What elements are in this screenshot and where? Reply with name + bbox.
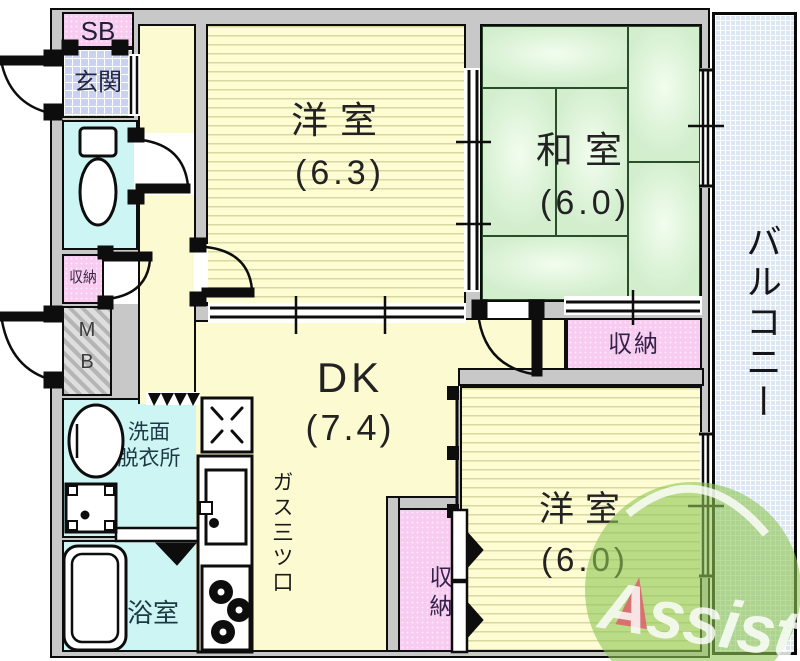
closet-bottom-label: 収納 bbox=[426, 565, 452, 623]
western-room-2-label: 洋室 (6.0) bbox=[538, 490, 631, 578]
wall-under-closet bbox=[458, 368, 704, 386]
western1-door-gap bbox=[194, 244, 208, 302]
western-room-1-label: 洋室 (6.3) bbox=[291, 100, 389, 193]
closet-small-door-area bbox=[104, 251, 138, 304]
accordion-door-gap bbox=[146, 392, 200, 405]
oshiire-slider-gap bbox=[564, 296, 702, 315]
shoe-box-label: SB bbox=[80, 16, 116, 46]
tatami-mat bbox=[482, 26, 628, 88]
genkan-label: 玄関 bbox=[74, 69, 122, 96]
window1-gap bbox=[700, 68, 711, 188]
washroom-label: 洗面 脱衣所 bbox=[117, 421, 181, 471]
japanese-room bbox=[480, 24, 702, 302]
dk-label: DK (7.4) bbox=[305, 354, 395, 448]
window2-gap bbox=[700, 432, 711, 578]
entrance-door-gap bbox=[50, 66, 62, 106]
closet-bottom bbox=[398, 508, 458, 652]
entrance-genkan bbox=[62, 48, 134, 118]
tatami-mat bbox=[628, 26, 700, 162]
meter-box-door-gap bbox=[50, 322, 62, 372]
tatami-mat bbox=[482, 236, 628, 300]
washitsu-door-gap bbox=[487, 302, 531, 318]
bathroom-label: 浴室 bbox=[126, 598, 179, 628]
toilet-door-area bbox=[134, 133, 194, 195]
japanese-room-label: 和室 (6.0) bbox=[536, 130, 634, 223]
partition-gap bbox=[464, 68, 480, 292]
hallway bbox=[138, 24, 196, 404]
toilet-room bbox=[62, 120, 138, 250]
gas-stove-label: ガス三ツ口 bbox=[270, 470, 293, 596]
closet-mid-label: 収納 bbox=[608, 331, 660, 358]
slider1-gap bbox=[208, 303, 466, 323]
tatami-mat bbox=[482, 88, 556, 236]
bathroom bbox=[62, 540, 198, 652]
meter-box bbox=[62, 306, 112, 396]
tatami-mat bbox=[628, 162, 700, 300]
tatami-mat bbox=[556, 88, 628, 236]
genkan-step-gap bbox=[128, 54, 140, 116]
closet-small-label: 収納 bbox=[69, 269, 97, 286]
meter-box-label: M B bbox=[78, 319, 96, 373]
closet-small bbox=[62, 254, 104, 304]
balcony-label: バルコニー bbox=[741, 223, 782, 423]
